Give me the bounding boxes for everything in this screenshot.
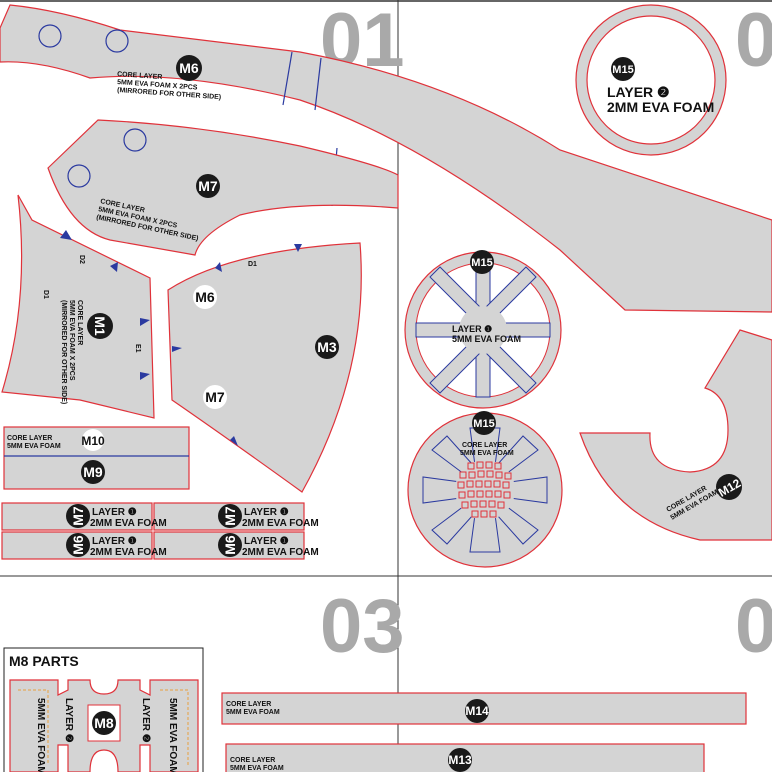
label-row-foam-2: 2MM EVA FOAM	[242, 518, 319, 529]
svg-text:M6: M6	[195, 289, 215, 305]
svg-text:M7: M7	[222, 506, 238, 526]
piece-m1: D2 D1 E1 CORE LAYER 5MM EVA FOAM X 2PCS …	[1, 194, 155, 419]
page-number-04: 0	[735, 584, 772, 669]
tag-m7-light: M7	[203, 385, 227, 409]
m8-layer-b: LAYER ❷	[140, 698, 151, 743]
svg-text:M15: M15	[612, 64, 633, 76]
piece-m12: M12 CORE LAYER 5MM EVA FOAM	[579, 329, 772, 541]
m8-foam-b: 5MM EVA FOAM	[167, 698, 178, 772]
m8-parts-box: M8 PARTS M8 LAYER ❷ 5MM EVA FOAM LAYER ❷…	[3, 647, 204, 772]
piece-m15-disc: M15 CORE LAYER 5MM EVA FOAM	[407, 411, 563, 568]
label-m15-foam2: 2MM EVA FOAM	[607, 99, 714, 115]
tag-m6-light: M6	[193, 285, 217, 309]
tag-m14: M14	[465, 699, 489, 723]
svg-text:M15: M15	[473, 418, 494, 430]
label-row-foam-1: 2MM EVA FOAM	[90, 518, 167, 529]
label-m10-core-1: CORE LAYER	[7, 435, 52, 442]
label-row-layer-2: LAYER ❶	[244, 507, 289, 518]
tag-m12: M12	[716, 474, 743, 500]
m8-foam-a: 5MM EVA FOAM	[35, 698, 46, 772]
piece-m13: CORE LAYER 5MM EVA FOAM M13	[225, 743, 705, 772]
label-m10-core-2: 5MM EVA FOAM	[7, 443, 61, 450]
svg-text:M6: M6	[222, 535, 238, 555]
svg-text:M9: M9	[83, 464, 103, 480]
svg-text:M7: M7	[70, 506, 86, 526]
tag-m15-disc: M15	[472, 411, 496, 435]
tag-m6-strip: M6	[176, 55, 202, 81]
svg-text:M7: M7	[198, 178, 218, 194]
svg-text:M3: M3	[317, 339, 337, 355]
m8-layer-a: LAYER ❷	[63, 698, 74, 743]
tag-m6-row2: M6	[66, 533, 90, 557]
tag-m10: M10	[81, 429, 105, 451]
label-row-layer-4: LAYER ❶	[244, 536, 289, 547]
label-m15-core-foam: 5MM EVA FOAM	[460, 450, 514, 457]
piece-m15-ring: M15 LAYER ❷ 2MM EVA FOAM	[575, 4, 727, 156]
piece-m14: CORE LAYER 5MM EVA FOAM M14	[221, 692, 747, 725]
label-m14-core-2: 5MM EVA FOAM	[226, 709, 280, 716]
label-m6-core-1: CORE LAYER	[117, 71, 163, 81]
label-m1-core-2: 5MM EVA FOAM X 2PCS	[68, 300, 75, 381]
svg-text:M14: M14	[465, 704, 489, 718]
tag-m7-row1b: M7	[218, 504, 242, 528]
piece-strips-layer1: M7 LAYER ❶ 2MM EVA FOAM M7 LAYER ❶ 2MM E…	[1, 502, 319, 560]
mark-e1: E1	[134, 344, 141, 353]
tag-m15-spoke: M15	[470, 250, 494, 274]
label-m15-foam5: 5MM EVA FOAM	[452, 334, 521, 344]
page-number-02: 0	[735, 0, 772, 83]
page-number-03: 03	[320, 584, 405, 669]
piece-m10-m9: CORE LAYER 5MM EVA FOAM M10 M9	[3, 426, 190, 490]
tag-m1: M1	[87, 313, 113, 339]
label-m15-layer1: LAYER ❶	[452, 324, 492, 334]
piece-m3: D1 M6 M3 M7	[167, 242, 362, 493]
label-m15-layer2: LAYER ❷	[607, 84, 670, 100]
tag-m6-row2b: M6	[218, 533, 242, 557]
tag-m7-row1: M7	[66, 504, 90, 528]
label-m1-core-1: CORE LAYER	[76, 300, 83, 345]
tag-m15-ring: M15	[611, 57, 635, 81]
label-row-layer-3: LAYER ❶	[92, 536, 137, 547]
svg-text:M6: M6	[70, 535, 86, 555]
svg-text:M7: M7	[205, 389, 225, 405]
mark-d1-a: D1	[42, 290, 49, 299]
label-m13-core-2: 5MM EVA FOAM	[230, 765, 284, 772]
svg-text:M10: M10	[81, 434, 105, 448]
tag-m7-curve: M7	[196, 174, 220, 198]
label-row-layer-1: LAYER ❶	[92, 507, 137, 518]
label-m13-core-1: CORE LAYER	[230, 757, 275, 764]
svg-text:M8: M8	[94, 715, 114, 731]
svg-text:M1: M1	[92, 316, 108, 336]
mark-d2: D2	[78, 255, 85, 264]
tag-m8: M8	[92, 711, 116, 735]
label-m1-core-3: (MIRRORED FOR OTHER SIDE)	[60, 300, 67, 404]
svg-text:M13: M13	[448, 753, 472, 767]
tag-m13: M13	[448, 748, 472, 772]
label-m14-core-1: CORE LAYER	[226, 701, 271, 708]
tag-m3: M3	[315, 335, 339, 359]
label-m15-core: CORE LAYER	[462, 442, 507, 449]
piece-m7-curve: CORE LAYER 5MM EVA FOAM X 2PCS (MIRRORED…	[47, 119, 399, 256]
piece-m15-spokes: M15 LAYER ❶ 5MM EVA FOAM	[404, 250, 562, 409]
mark-d1-b: D1	[248, 261, 257, 268]
tag-m9: M9	[81, 460, 105, 484]
label-row-foam-4: 2MM EVA FOAM	[242, 547, 319, 558]
svg-text:M6: M6	[179, 60, 199, 76]
m8-title: M8 PARTS	[9, 653, 79, 669]
label-row-foam-3: 2MM EVA FOAM	[90, 547, 167, 558]
svg-text:M15: M15	[471, 257, 492, 269]
